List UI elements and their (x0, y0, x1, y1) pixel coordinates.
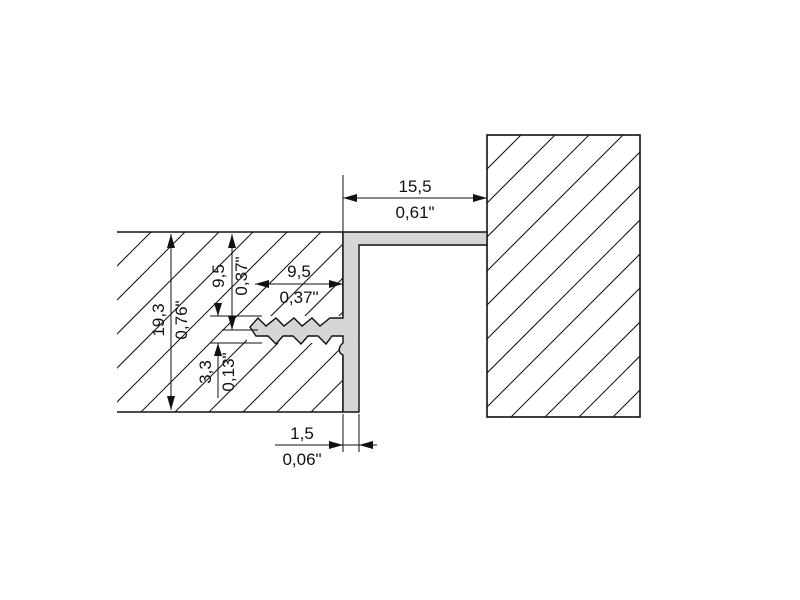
total-height-mm-label: 19,3 (149, 303, 168, 336)
dimension-upper-height: 9,5 0,37" (209, 234, 258, 331)
total-height-inch-label: 0,76" (172, 300, 191, 339)
hatch-line (487, 185, 640, 340)
hatch-line (487, 135, 556, 204)
hatch-line (117, 232, 152, 267)
right-block-hatching (487, 135, 800, 417)
hatch-line (544, 321, 640, 417)
fin-height-inch-label: 0,13" (219, 352, 238, 391)
hatch-line (612, 389, 640, 417)
hatch-line (647, 135, 800, 417)
hatch-line (117, 232, 118, 233)
top-width-mm-label: 15,5 (398, 177, 431, 196)
right-substrate-block (486, 134, 800, 418)
hatch-line (487, 253, 640, 408)
hatch-line (510, 287, 640, 417)
edge-profile-shape (249, 231, 488, 413)
hatch-line (310, 379, 343, 412)
hatch-line (487, 135, 590, 238)
hatch-line (487, 135, 624, 272)
dimension-fin-length: 9,5 0,37" (255, 262, 343, 307)
hatch-line (487, 151, 640, 306)
hatch-line (117, 232, 220, 335)
hatch-line (276, 345, 343, 412)
hatch-line (117, 232, 254, 369)
hatch-line (117, 232, 288, 403)
wall-thickness-inch-label: 0,06" (282, 450, 321, 469)
upper-height-mm-label: 9,5 (209, 264, 228, 288)
top-width-inch-label: 0,61" (395, 203, 434, 222)
upper-height-inch-label: 0,37" (232, 256, 251, 295)
hatch-line (345, 232, 525, 412)
fin-length-inch-label: 0,37" (279, 288, 318, 307)
hatch-line (487, 135, 522, 170)
dimension-top-width: 15,5 0,61" (342, 175, 487, 232)
hatch-line (117, 232, 186, 301)
dimension-fin-height: 3,3 0,13" (196, 303, 262, 398)
dimension-total-height: 19,3 0,76" (149, 234, 191, 410)
wall-thickness-mm-label: 1,5 (290, 424, 314, 443)
hatch-line (578, 355, 640, 417)
fin-height-mm-label: 3,3 (196, 360, 215, 384)
hatch-line (487, 219, 640, 374)
fin-length-mm-label: 9,5 (287, 262, 311, 281)
dimension-wall-thickness: 1,5 0,06" (275, 414, 377, 469)
